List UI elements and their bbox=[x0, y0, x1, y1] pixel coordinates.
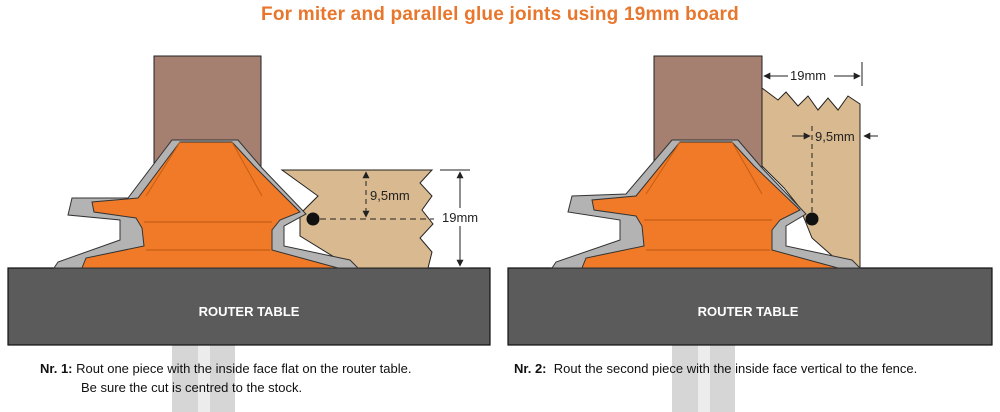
caption-1-line-1: Rout one piece with the inside face flat… bbox=[76, 361, 412, 376]
router-table bbox=[507, 267, 993, 346]
caption-2-number: Nr. 2: bbox=[514, 361, 547, 376]
router-bit-icon bbox=[551, 139, 862, 269]
bearing-dot-icon bbox=[306, 212, 320, 226]
router-table-label: ROUTER TABLE bbox=[698, 304, 799, 319]
caption-1-line-2: Be sure the cut is centred to the stock. bbox=[81, 380, 303, 395]
light-wood-board bbox=[761, 87, 861, 269]
dimension-19mm-label: 19mm bbox=[442, 210, 478, 225]
router-table-label: ROUTER TABLE bbox=[199, 304, 300, 319]
caption-1: Nr. 1: Rout one piece with the inside fa… bbox=[40, 359, 500, 397]
dimension-19mm-label: 19mm bbox=[790, 68, 826, 83]
dimension-9-5mm-label: 9,5mm bbox=[370, 188, 410, 203]
caption-2: Nr. 2: Rout the second piece with the in… bbox=[514, 359, 994, 378]
caption-2-line-1: Rout the second piece with the inside fa… bbox=[553, 361, 918, 376]
caption-1-number: Nr. 1: bbox=[40, 361, 73, 376]
panel-1: ROUTER TABLE 9,5mm 19mm bbox=[7, 55, 491, 412]
bearing-dot-icon bbox=[805, 212, 819, 226]
dimension-9-5mm-label: 9,5mm bbox=[815, 129, 855, 144]
router-bit-icon bbox=[53, 139, 360, 269]
panel-2: ROUTER TABLE 19mm 9,5mm bbox=[507, 55, 993, 412]
page-title: For miter and parallel glue joints using… bbox=[261, 4, 739, 25]
